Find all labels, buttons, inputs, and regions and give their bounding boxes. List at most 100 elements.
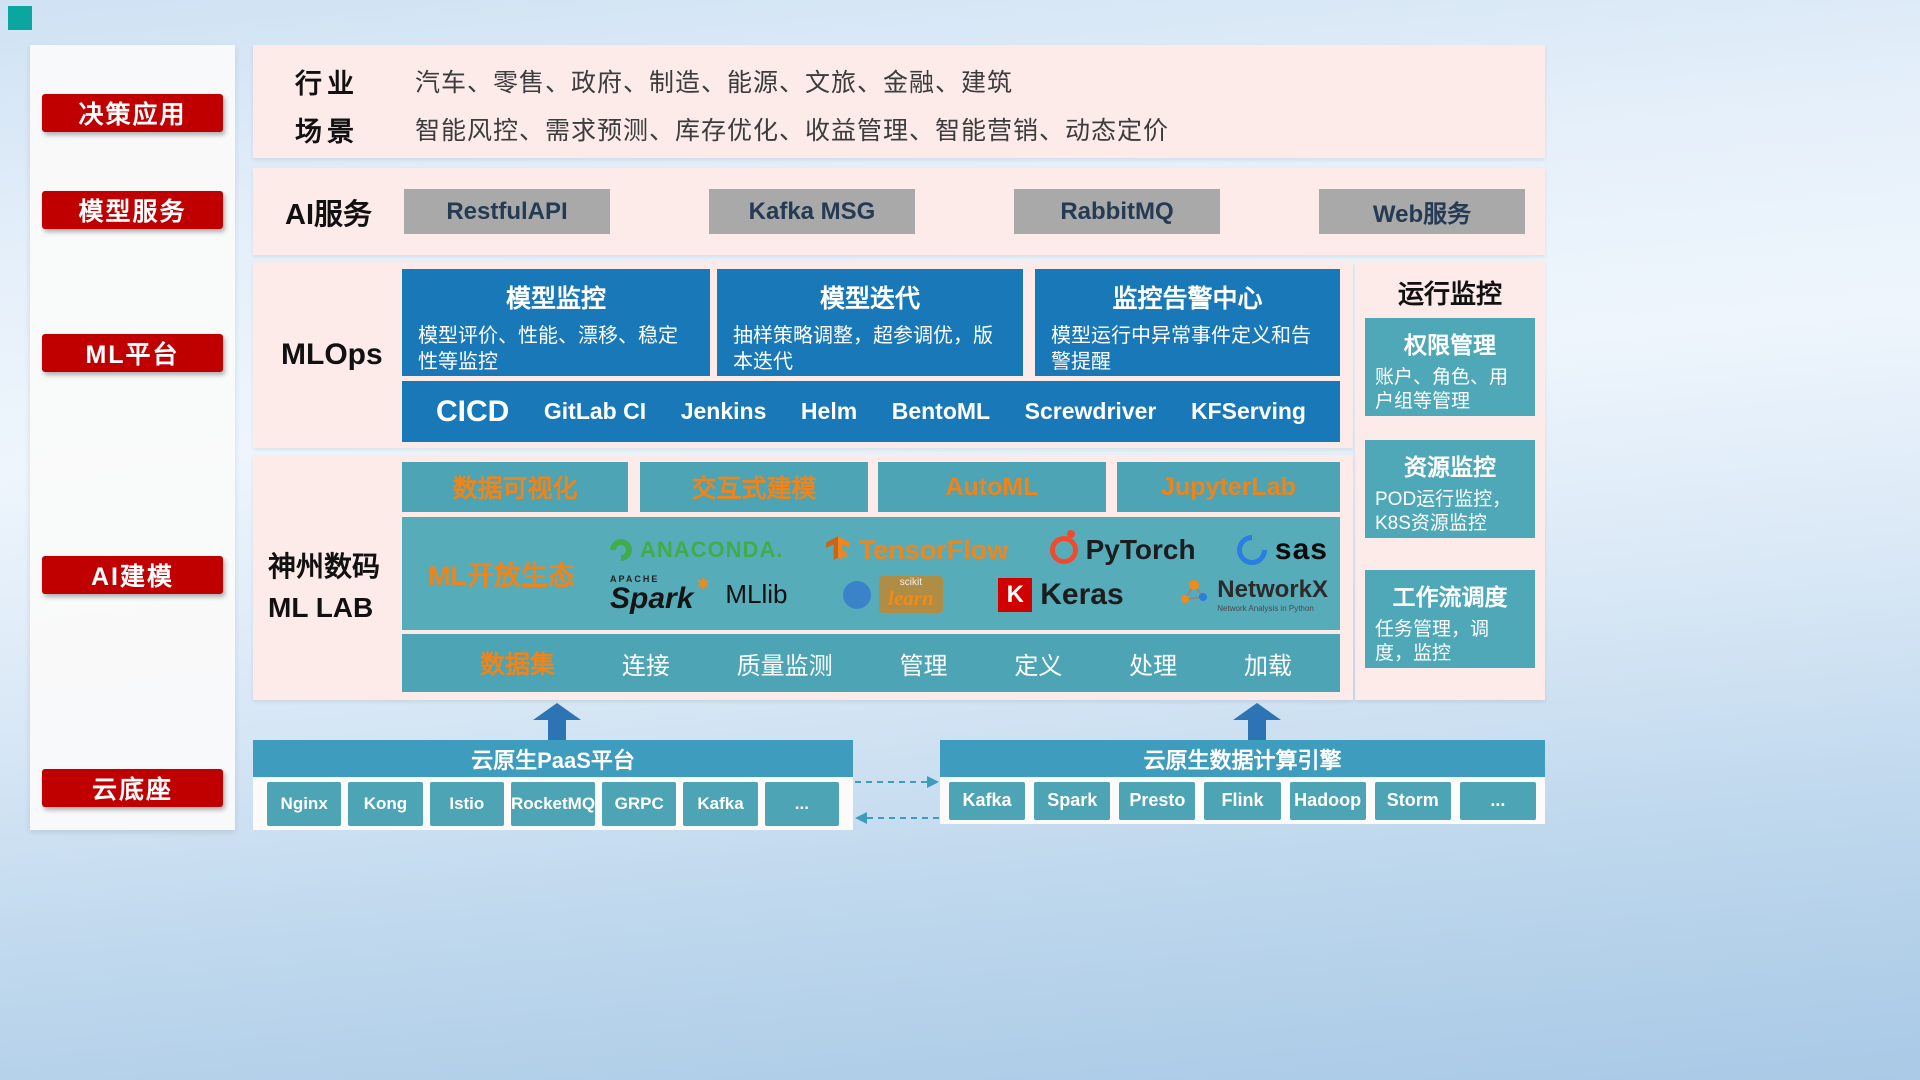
cicd-tool-kfserving: KFServing bbox=[1190, 398, 1306, 424]
industry-row: 行业 汽车、零售、政府、制造、能源、文旅、金融、建筑 bbox=[253, 59, 1013, 103]
sidebar-item-model-service: 模型服务 bbox=[42, 191, 223, 229]
cicd-tool-helm: Helm bbox=[800, 398, 858, 424]
dataset-item-connect: 连接 bbox=[621, 652, 670, 680]
ml-lab-label-line1: 神州数码 bbox=[268, 551, 381, 582]
ml-lab-label: 神州数码 ML LAB bbox=[268, 547, 380, 628]
up-arrow-right bbox=[1227, 703, 1287, 746]
corner-accent bbox=[8, 6, 32, 30]
sidebar-item-decision-apps: 决策应用 bbox=[42, 94, 223, 132]
anaconda-icon bbox=[605, 534, 637, 566]
rabbitmq-button: RabbitMQ bbox=[1014, 189, 1220, 234]
data-engine-buttons: Kafka Spark Presto Flink Hadoop Storm ..… bbox=[940, 777, 1545, 824]
model-iteration-card: 模型迭代 抽样策略调整，超参调优，版本迭代 bbox=[717, 269, 1023, 376]
engine-spark-button: Spark bbox=[1034, 781, 1111, 820]
grpc-button: GRPC bbox=[602, 781, 677, 826]
pytorch-icon bbox=[1049, 530, 1078, 564]
alert-center-desc: 模型运行中异常事件定义和告警提醒 bbox=[1051, 325, 1311, 373]
model-monitoring-desc: 模型评价、性能、漂移、稳定性等监控 bbox=[418, 325, 678, 373]
permission-mgmt-card: 权限管理 账户、角色、用户组等管理 bbox=[1365, 318, 1535, 416]
permission-mgmt-title: 权限管理 bbox=[1404, 332, 1496, 358]
ai-service-label: AI服务 bbox=[285, 198, 373, 231]
sidebar-item-cloud-base: 云底座 bbox=[42, 769, 223, 807]
dashed-arrow-left bbox=[853, 808, 943, 833]
engine-presto-button: Presto bbox=[1119, 781, 1196, 820]
dataset-bar: 数据集 连接 质量监测 管理 定义 处理 加载 bbox=[402, 634, 1340, 692]
up-arrow-left bbox=[527, 703, 587, 746]
spark-text: Spark bbox=[610, 577, 710, 614]
industry-list: 汽车、零售、政府、制造、能源、文旅、金融、建筑 bbox=[415, 69, 1014, 97]
spark-logo: APACHE Spark bbox=[610, 574, 710, 614]
scenario-label: 场景 bbox=[295, 116, 359, 147]
scikit-learn-logo: scikit learn bbox=[843, 576, 943, 613]
cicd-label: CICD bbox=[436, 394, 510, 428]
sidebar-item-ml-platform: ML平台 bbox=[42, 334, 223, 372]
kafka-msg-button: Kafka MSG bbox=[709, 189, 915, 234]
automl-button: AutoML bbox=[878, 462, 1106, 512]
alert-center-card: 监控告警中心 模型运行中异常事件定义和告警提醒 bbox=[1035, 269, 1340, 376]
paas-title: 云原生PaaS平台 bbox=[471, 747, 635, 773]
workflow-scheduler-desc: 任务管理，调度，监控 bbox=[1375, 619, 1490, 664]
engine-storm-button: Storm bbox=[1374, 781, 1451, 820]
resource-monitor-desc: POD运行监控，K8S资源监控 bbox=[1375, 489, 1512, 534]
model-iteration-title: 模型迭代 bbox=[819, 285, 920, 313]
engine-flink-button: Flink bbox=[1204, 781, 1281, 820]
tensorflow-logo: TensorFlow bbox=[825, 535, 1008, 566]
keras-text: Keras bbox=[1040, 577, 1124, 611]
dataset-item-process: 处理 bbox=[1129, 652, 1178, 680]
resource-monitor-card: 资源监控 POD运行监控，K8S资源监控 bbox=[1365, 440, 1535, 538]
workflow-scheduler-card: 工作流调度 任务管理，调度，监控 bbox=[1365, 570, 1535, 668]
ecosystem-row-2: APACHE Spark MLlib scikit learn K bbox=[610, 575, 1328, 614]
model-iteration-desc: 抽样策略调整，超参调优，版本迭代 bbox=[733, 325, 993, 373]
sas-text: sas bbox=[1274, 533, 1328, 566]
keras-icon: K bbox=[998, 577, 1033, 612]
dashed-arrow-right bbox=[853, 772, 943, 797]
spark-mllib-logo: APACHE Spark MLlib bbox=[610, 575, 788, 614]
alert-center-title: 监控告警中心 bbox=[1112, 285, 1263, 313]
pytorch-logo: PyTorch bbox=[1049, 530, 1196, 566]
mlops-label: MLOps bbox=[281, 338, 383, 371]
scenario-row: 场景 智能风控、需求预测、库存优化、收益管理、智能营销、动态定价 bbox=[253, 107, 1169, 151]
paas-bar: 云原生PaaS平台 bbox=[253, 740, 853, 777]
industry-scenario-panel: 行业 汽车、零售、政府、制造、能源、文旅、金融、建筑 场景 智能风控、需求预测、… bbox=[253, 45, 1545, 158]
istio-button: Istio bbox=[429, 781, 504, 826]
dataset-item-quality: 质量监测 bbox=[736, 652, 833, 680]
restfulapi-button: RestfulAPI bbox=[404, 189, 610, 234]
cicd-bar: CICD GitLab CI Jenkins Helm BentoML Scre… bbox=[402, 381, 1340, 442]
industry-label: 行业 bbox=[295, 68, 359, 99]
keras-logo: K Keras bbox=[998, 577, 1124, 612]
data-visualization-button: 数据可视化 bbox=[402, 462, 628, 512]
left-rail: 决策应用 模型服务 ML平台 AI建模 云底座 bbox=[30, 45, 235, 830]
spark-apache-text: APACHE bbox=[610, 574, 660, 584]
cicd-tool-screwdriver: Screwdriver bbox=[1024, 398, 1157, 424]
data-engine-bar: 云原生数据计算引擎 bbox=[940, 740, 1545, 777]
kong-button: Kong bbox=[348, 781, 423, 826]
workflow-scheduler-title: 工作流调度 bbox=[1392, 584, 1508, 610]
sas-logo: sas bbox=[1230, 528, 1328, 572]
ml-ecosystem-label: ML开放生态 bbox=[428, 561, 575, 591]
dataset-item-define: 定义 bbox=[1014, 652, 1063, 680]
engine-hadoop-button: Hadoop bbox=[1289, 781, 1366, 820]
anaconda-logo: ANACONDA. bbox=[605, 534, 783, 566]
tensorflow-icon bbox=[825, 535, 851, 566]
web-service-button: Web服务 bbox=[1319, 189, 1525, 234]
rocketmq-button: RocketMQ bbox=[510, 781, 596, 826]
mllib-text: MLlib bbox=[725, 579, 788, 609]
cicd-tool-bentoml: BentoML bbox=[891, 398, 991, 424]
cicd-tool-jenkins: Jenkins bbox=[680, 398, 767, 424]
engine-kafka-button: Kafka bbox=[949, 781, 1026, 820]
engine-more-button: ... bbox=[1459, 781, 1536, 820]
ml-lab-panel: 神州数码 ML LAB 数据可视化 交互式建模 AutoML JupyterLa… bbox=[253, 455, 1353, 700]
runtime-monitoring-title: 运行监控 bbox=[1397, 279, 1502, 309]
scikit-top-text: scikit bbox=[899, 577, 923, 588]
model-monitoring-card: 模型监控 模型评价、性能、漂移、稳定性等监控 bbox=[402, 269, 710, 376]
networkx-icon bbox=[1179, 577, 1209, 612]
networkx-logo: NetworkX Network Analysis in Python bbox=[1179, 576, 1328, 613]
nginx-button: Nginx bbox=[267, 781, 342, 826]
ai-service-panel: AI服务 RestfulAPI Kafka MSG RabbitMQ Web服务 bbox=[253, 168, 1545, 255]
data-engine-title: 云原生数据计算引擎 bbox=[1143, 747, 1342, 773]
scenario-list: 智能风控、需求预测、库存优化、收益管理、智能营销、动态定价 bbox=[415, 117, 1170, 145]
paas-buttons: Nginx Kong Istio RocketMQ GRPC Kafka ... bbox=[253, 777, 853, 830]
mlops-panel: MLOps 模型监控 模型评价、性能、漂移、稳定性等监控 模型迭代 抽样策略调整… bbox=[253, 262, 1353, 448]
scikit-circle-icon bbox=[843, 580, 872, 609]
